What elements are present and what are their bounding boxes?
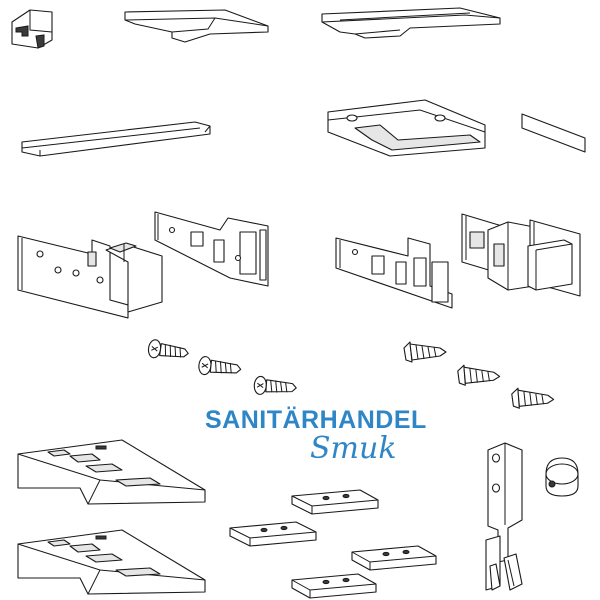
screw	[457, 364, 501, 386]
guide-rail	[21, 121, 211, 157]
watermark-logo: SANITÄRHANDEL Smuk	[205, 406, 427, 466]
bracket-plate-left	[154, 211, 269, 287]
corner-bracket	[327, 99, 486, 157]
spacer-pad	[229, 521, 317, 547]
screw	[147, 339, 189, 359]
bracket-plate-right	[461, 213, 581, 297]
screw	[511, 387, 555, 409]
screw	[403, 341, 447, 363]
watermark-line2: Smuk	[310, 431, 397, 466]
spacer-pad	[351, 545, 437, 571]
spacer-pad	[291, 573, 377, 599]
latch-clip	[485, 442, 523, 591]
spacer-pad	[291, 489, 379, 515]
round-stopper	[545, 457, 579, 497]
screw	[253, 375, 297, 395]
wedge	[17, 439, 206, 505]
end-cap	[11, 9, 53, 49]
watermark-line1: SANITÄRHANDEL	[205, 406, 427, 434]
wedge	[17, 529, 206, 595]
screw	[198, 356, 242, 376]
shim-strip	[521, 113, 586, 153]
mounting-plate-left	[17, 235, 163, 319]
mounting-plate-right	[335, 237, 453, 309]
guide-plate-right	[321, 7, 501, 39]
guide-plate-left	[124, 9, 269, 43]
